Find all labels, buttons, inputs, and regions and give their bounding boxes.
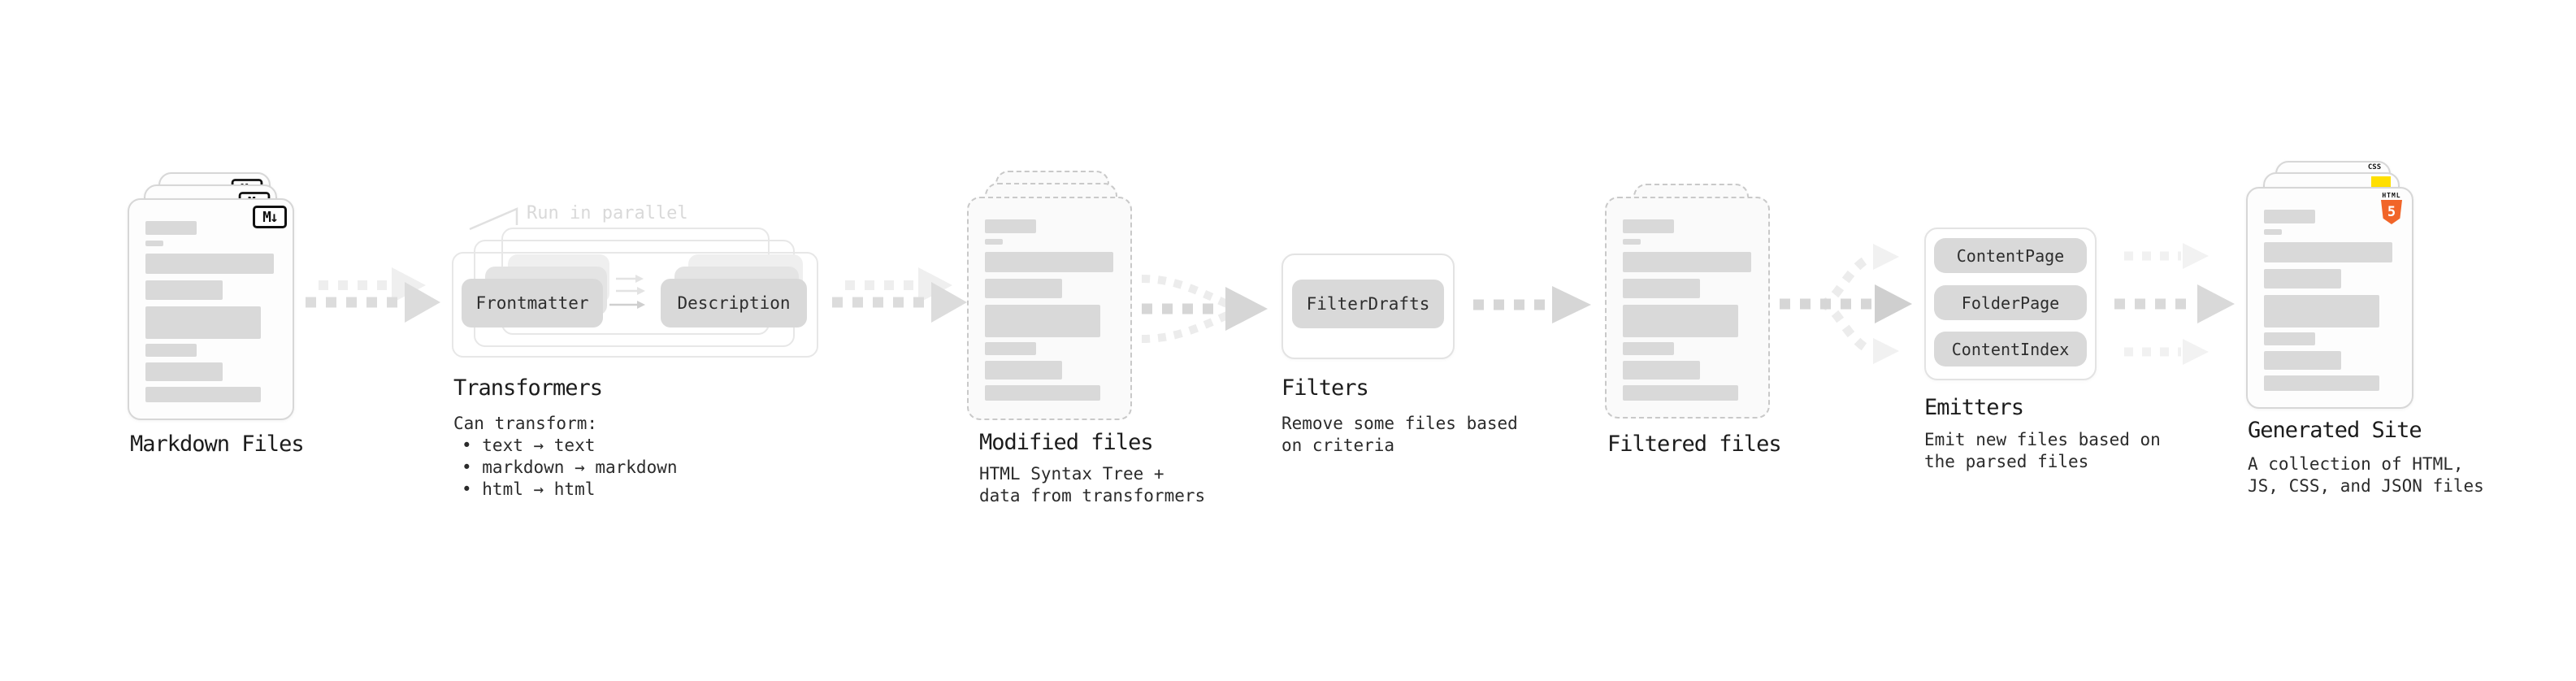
stage-label-modified-files: Modified files [979, 430, 1154, 455]
doc-text-bar [2264, 229, 2283, 235]
description-line: A collection of HTML, [2248, 454, 2464, 474]
doc-text-bar [985, 252, 1113, 272]
js-icon [2371, 176, 2391, 187]
can-transform-line: Can transform: [453, 414, 598, 433]
description-line: on criteria [1281, 436, 1395, 455]
bullet-line: • text → text [462, 436, 596, 455]
frontmatter-chip: Frontmatter [462, 279, 603, 327]
doc-text-bar [145, 254, 274, 274]
flow-arrow-icon [832, 267, 967, 323]
doc-text-bar [145, 362, 223, 381]
doc-text-bar [985, 305, 1101, 337]
stage-label-generated-site: Generated Site [2248, 418, 2422, 443]
run-in-parallel-note: Run in parallel [527, 203, 688, 223]
css-icon-label: CSS [2367, 163, 2382, 171]
doc-text-bar [145, 221, 197, 235]
description-line: JS, CSS, and JSON files [2248, 476, 2484, 496]
stage-label-markdown-files: Markdown Files [130, 432, 305, 457]
stage-label-filtered-files: Filtered files [1607, 432, 1782, 457]
contentpage-chip: ContentPage [1934, 238, 2087, 273]
doc-text-bar [985, 219, 1037, 233]
fanout-arrow-icon [1780, 244, 1912, 364]
markdown-icon: M↓ [253, 206, 287, 228]
html5-icon-label: HTML [2382, 192, 2401, 199]
description-line: Emit new files based on [1924, 430, 2161, 449]
stage-label-emitters: Emitters [1924, 395, 2024, 420]
transformers-description: Can transform: • text → text • markdown … [453, 413, 678, 501]
merge-arrow-icon [1141, 275, 1268, 343]
doc-text-bar [1623, 361, 1700, 380]
doc-text-bar [2264, 269, 2341, 288]
doc-text-bar [2264, 210, 2316, 223]
doc-text-bar [2264, 375, 2380, 391]
description-line: the parsed files [1924, 452, 2089, 471]
doc-text-bar [985, 361, 1062, 380]
flow-arrow-icon [306, 267, 440, 323]
doc-text-bar [1623, 219, 1675, 233]
doc-text-bar [1623, 239, 1641, 245]
doc-text-bar [1623, 342, 1675, 355]
html5-icon: HTML 5 [2379, 192, 2404, 224]
bullet-line: • markdown → markdown [462, 458, 678, 477]
description-line: HTML Syntax Tree + [979, 464, 1164, 484]
doc-text-bar [1623, 305, 1739, 337]
triple-arrow-icon [2114, 243, 2235, 365]
folderpage-chip: FolderPage [1934, 285, 2087, 320]
doc-text-lines [985, 197, 1113, 401]
filterdrafts-chip: FilterDrafts [1292, 280, 1444, 328]
bullet-line: • html → html [462, 479, 596, 499]
description-line: Remove some files based [1281, 414, 1518, 433]
filters-description: Remove some files based on criteria [1281, 413, 1518, 457]
doc-text-bar [985, 385, 1101, 401]
callout-line [469, 207, 518, 231]
stage-label-filters: Filters [1281, 375, 1369, 401]
flow-arrow-icon [1473, 286, 1591, 323]
doc-text-bar [145, 280, 223, 300]
doc-text-bar [145, 387, 262, 402]
doc-text-bar [985, 239, 1004, 245]
doc-text-bar [145, 306, 262, 339]
doc-text-lines [2264, 187, 2392, 391]
doc-text-bar [985, 279, 1062, 298]
doc-text-lines [1623, 197, 1751, 401]
emitters-description: Emit new files based on the parsed files [1924, 429, 2161, 473]
doc-text-bar [1623, 252, 1751, 272]
doc-text-bar [2264, 242, 2392, 262]
doc-text-bar [1623, 385, 1739, 401]
doc-text-bar [2264, 351, 2341, 370]
description-chip: Description [661, 279, 807, 327]
doc-text-bar [2264, 332, 2316, 345]
modified-files-description: HTML Syntax Tree + data from transformer… [979, 463, 1205, 507]
doc-text-bar [985, 342, 1037, 355]
parallel-arrows-icon [609, 275, 645, 309]
doc-text-bar [145, 241, 164, 246]
doc-text-bar [2264, 295, 2380, 327]
doc-text-lines [145, 198, 274, 402]
stage-label-transformers: Transformers [453, 375, 603, 401]
doc-text-bar [1623, 279, 1700, 298]
transformer-group-front [452, 252, 818, 358]
doc-text-bar [145, 344, 197, 357]
description-line: data from transformers [979, 486, 1206, 505]
contentindex-chip: ContentIndex [1934, 332, 2087, 367]
generated-site-description: A collection of HTML, JS, CSS, and JSON … [2248, 453, 2484, 497]
